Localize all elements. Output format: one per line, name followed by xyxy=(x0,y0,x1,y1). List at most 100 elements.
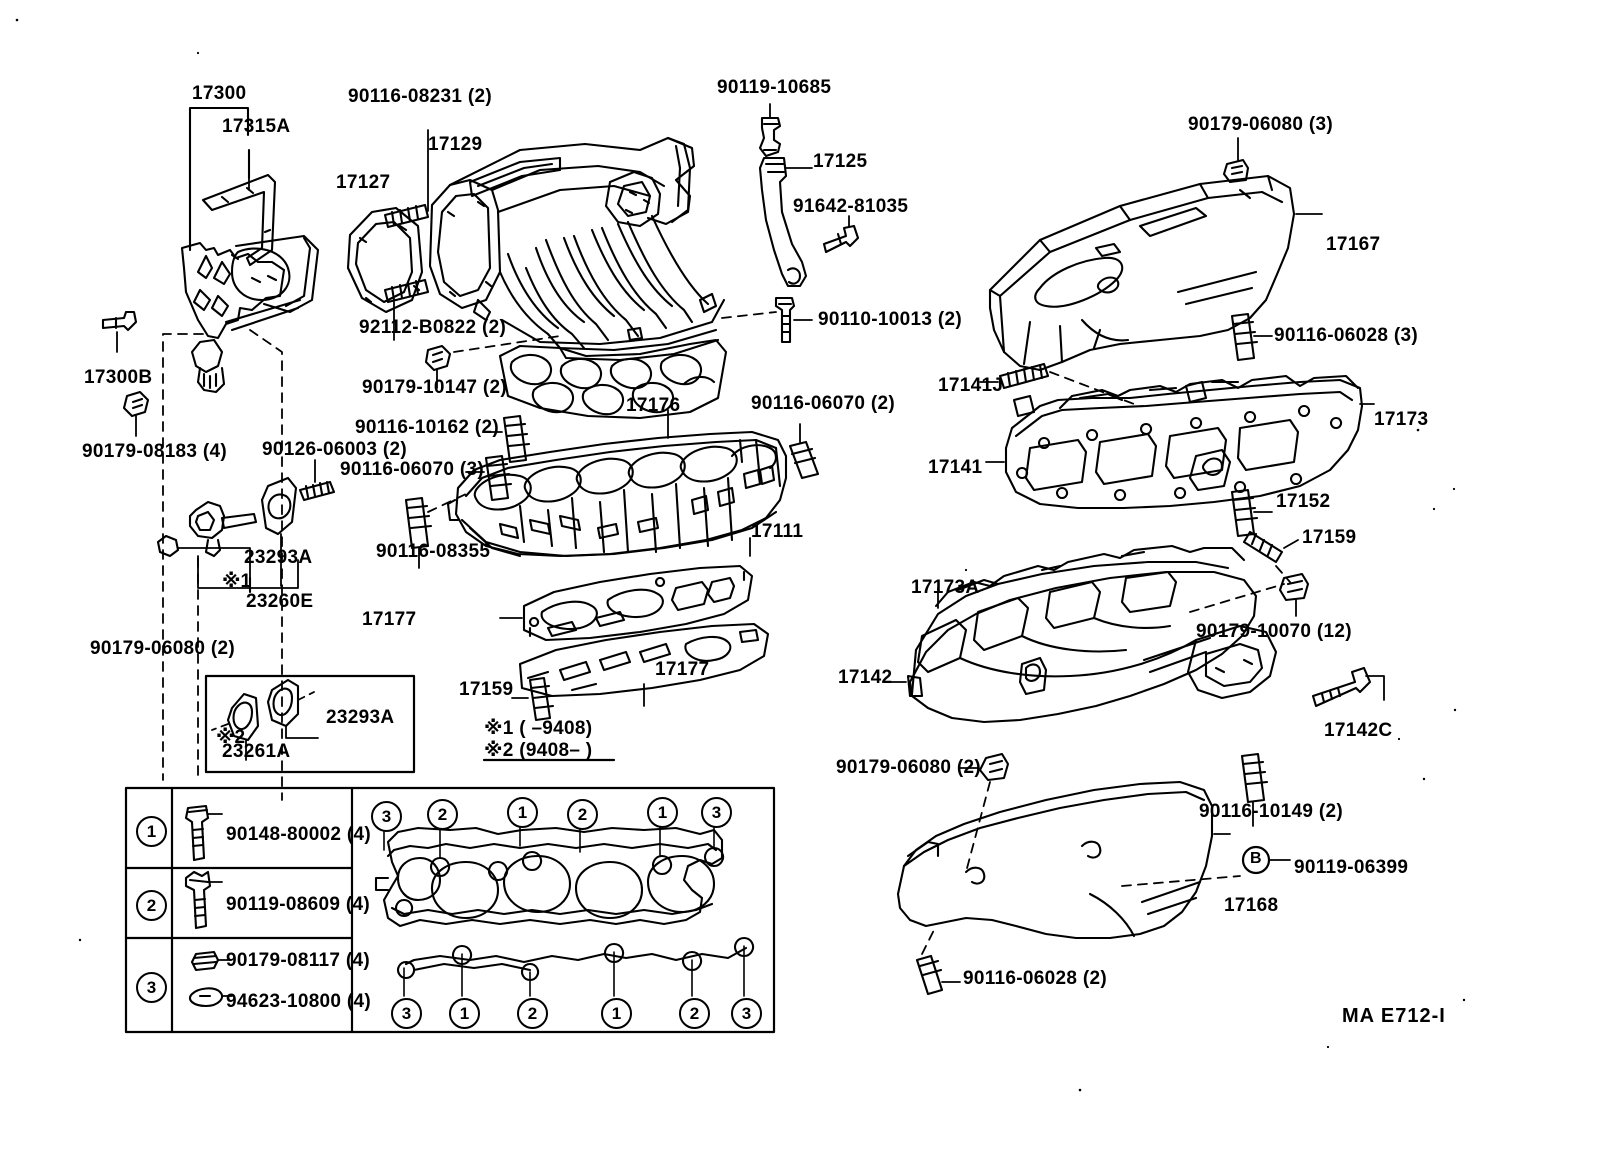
label-23261A: 23261A xyxy=(222,741,291,762)
label-90119-06399: 90119-06399 xyxy=(1294,857,1409,878)
label-17173: 17173 xyxy=(1374,409,1429,430)
legend-part-94623-10800: 94623-10800 (4) xyxy=(226,991,371,1012)
bolt-pattern-diagram xyxy=(374,817,755,997)
label-90116-06070-2: 90116-06070 (2) xyxy=(751,393,895,414)
legend-circle-1: 1 xyxy=(136,816,167,847)
label-17300: 17300 xyxy=(192,83,247,104)
label-17111: 17111 xyxy=(751,521,804,542)
label-17159-right: 17159 xyxy=(1302,527,1357,548)
label-17127: 17127 xyxy=(336,172,391,193)
bolt-marker-top-3: 1 xyxy=(507,797,538,828)
stud-90116-06070-2 xyxy=(788,423,820,480)
legend-icon-3a xyxy=(190,950,231,972)
diagram-code: MA E712-I xyxy=(1342,1005,1446,1027)
bolt-marker-bottom-1: 3 xyxy=(391,998,422,1029)
stud-90126-06003 xyxy=(298,459,336,502)
label-17300B: 17300B xyxy=(84,367,153,388)
throttle-body-17300 xyxy=(180,106,320,394)
clip-90179-06080-upper xyxy=(1222,137,1250,184)
label-90116-08355: 90116-08355 xyxy=(376,541,491,562)
label-17315A: 17315A xyxy=(222,116,291,137)
bracket-17125 xyxy=(758,156,813,288)
legend-part-90148-80002: 90148-80002 (4) xyxy=(226,824,371,845)
note-2-mark: ※2 xyxy=(484,740,514,761)
note-1-text: ( –9408) xyxy=(519,718,593,739)
star-mark-2: ※2 xyxy=(216,727,246,748)
badge-90119-06399-circle xyxy=(1241,845,1271,875)
inset-box-23261A xyxy=(204,674,416,774)
nut-90179-10147 xyxy=(424,344,452,389)
heat-insulator-17167 xyxy=(988,174,1323,372)
legend-icon-3b xyxy=(188,987,233,1008)
intake-manifold-17111 xyxy=(446,430,788,558)
label-92112-B0822: 92112-B0822 (2) xyxy=(359,317,507,338)
bolt-marker-bottom-6: 3 xyxy=(731,998,762,1029)
label-17129: 17129 xyxy=(428,134,483,155)
bolt-91642-81035 xyxy=(822,215,860,254)
exhaust-manifold-17141 xyxy=(985,374,1375,510)
clip-90179-06080-lower xyxy=(959,752,1010,782)
label-17168: 17168 xyxy=(1224,895,1279,916)
note-1-mark: ※1 xyxy=(484,718,514,739)
label-17141J: 17141J xyxy=(938,375,1004,396)
stud-90116-06028-upper xyxy=(1230,312,1273,362)
legend-circle-2: 2 xyxy=(136,890,167,921)
label-17125: 17125 xyxy=(813,151,868,172)
legend-icon-2 xyxy=(184,870,223,930)
bolt-17159-right xyxy=(1242,530,1299,564)
bolt-17300B xyxy=(101,310,138,353)
legend-part-90119-08609: 90119-08609 (4) xyxy=(226,894,370,915)
label-90110-10013: 90110-10013 (2) xyxy=(818,309,962,330)
label-17141: 17141 xyxy=(928,457,983,478)
label-90116-10149: 90116-10149 (2) xyxy=(1199,801,1343,822)
stud-90116-06028-lower xyxy=(915,954,961,996)
stud-90116-10149 xyxy=(1240,752,1269,827)
sensor-23260E xyxy=(156,500,299,594)
bolt-17142C xyxy=(1311,666,1385,708)
label-17176: 17176 xyxy=(626,395,681,416)
gasket-17177-lower xyxy=(518,622,770,707)
stud-17159-center xyxy=(511,676,555,722)
label-90116-10162: 90116-10162 (2) xyxy=(355,417,499,438)
stud-90116-10162 xyxy=(483,414,531,464)
gasket-17177-upper xyxy=(499,564,754,642)
label-90116-08231: 90116-08231 (2) xyxy=(348,86,492,107)
label-90179-06080-2b: 90179-06080 (2) xyxy=(836,757,981,778)
note-2-text: (9408– ) xyxy=(519,740,593,761)
badge-B-letter: B xyxy=(1250,850,1262,867)
label-90179-06080-3: 90179-06080 (3) xyxy=(1188,114,1333,135)
nut-90179-08183 xyxy=(122,390,150,437)
label-17159-center: 17159 xyxy=(459,679,514,700)
stud-90116-08355 xyxy=(404,496,433,569)
label-90179-10147: 90179-10147 (2) xyxy=(362,377,507,398)
bolt-marker-top-1: 3 xyxy=(371,801,402,832)
legend-circle-3: 3 xyxy=(136,972,167,1003)
label-23293A-box: 23293A xyxy=(326,707,395,728)
bolt-marker-bottom-3: 2 xyxy=(517,998,548,1029)
note-1: ※1 ( –9408) xyxy=(484,719,592,738)
label-90179-06080-2a: 90179-06080 (2) xyxy=(90,638,235,659)
stud-90116-08231 xyxy=(383,129,430,229)
bolt-90110-10013 xyxy=(774,296,813,344)
stud-90116-06070-3 xyxy=(465,454,513,502)
label-90179-10070: 90179-10070 (12) xyxy=(1196,621,1352,642)
bolt-marker-bottom-2: 1 xyxy=(449,998,480,1029)
bolt-marker-top-6: 3 xyxy=(701,797,732,828)
bolt-marker-top-4: 2 xyxy=(567,799,598,830)
label-17173A: 17173A xyxy=(911,577,980,598)
sensor-90119-10685 xyxy=(758,103,782,158)
label-90116-06070-3: 90116-06070 (3) xyxy=(340,459,484,480)
label-23260E: 23260E xyxy=(246,591,314,612)
bolt-marker-bottom-5: 2 xyxy=(679,998,710,1029)
stud-17141J xyxy=(979,362,1050,390)
legend-table xyxy=(124,786,776,1034)
label-90179-08183: 90179-08183 (4) xyxy=(82,441,227,462)
label-91642-81035: 91642-81035 xyxy=(793,196,909,217)
label-17152: 17152 xyxy=(1276,491,1331,512)
label-17177-left: 17177 xyxy=(362,609,417,630)
label-17167: 17167 xyxy=(1326,234,1381,255)
stud-92112-B0822 xyxy=(383,278,430,341)
star-mark-1: ※1 xyxy=(222,571,252,592)
legend-part-90179-08117: 90179-08117 (4) xyxy=(226,950,370,971)
